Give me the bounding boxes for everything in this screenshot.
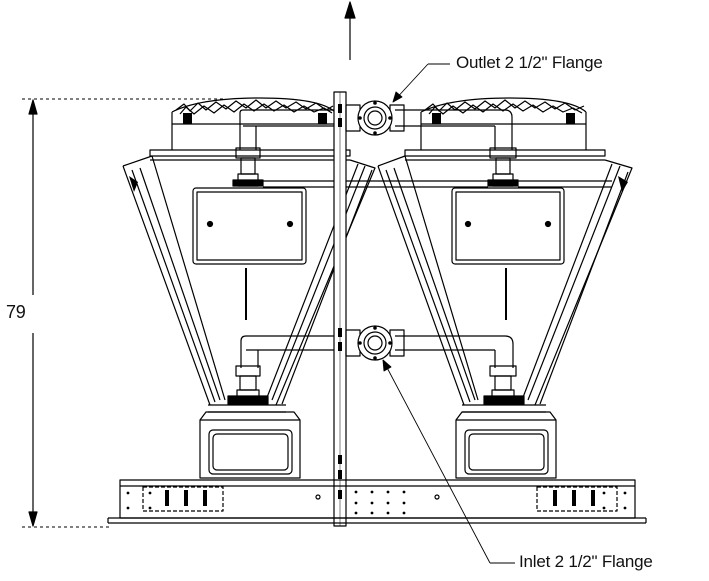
right-fan-motor-housing <box>455 411 557 479</box>
outlet-flange <box>345 100 405 136</box>
right-fan-deck <box>404 112 606 161</box>
height-dimension <box>22 98 226 528</box>
left-control-box <box>192 187 307 265</box>
left-outlet-piping <box>232 109 380 188</box>
left-fan-motor-housing <box>199 411 301 479</box>
inlet-flange <box>345 325 405 361</box>
flow-direction-arrow <box>344 1 356 60</box>
left-fan-guard <box>171 97 336 125</box>
base-skid <box>107 479 647 524</box>
right-fan-guard <box>420 97 587 125</box>
inlet-flange-label: Inlet 2 1/2" Flange <box>519 552 653 571</box>
outlet-leader-line <box>392 63 450 103</box>
inlet-leader-line <box>382 359 515 564</box>
right-outlet-piping <box>380 109 612 188</box>
height-dimension-label: 79 <box>6 302 26 322</box>
right-cooler-module <box>377 97 633 479</box>
right-inlet-piping <box>395 335 525 405</box>
left-inlet-piping <box>227 335 338 405</box>
right-v-coil-frame <box>377 155 633 413</box>
outlet-flange-label: Outlet 2 1/2" Flange <box>456 53 603 72</box>
right-control-box <box>451 187 565 265</box>
center-support-post <box>333 91 347 527</box>
